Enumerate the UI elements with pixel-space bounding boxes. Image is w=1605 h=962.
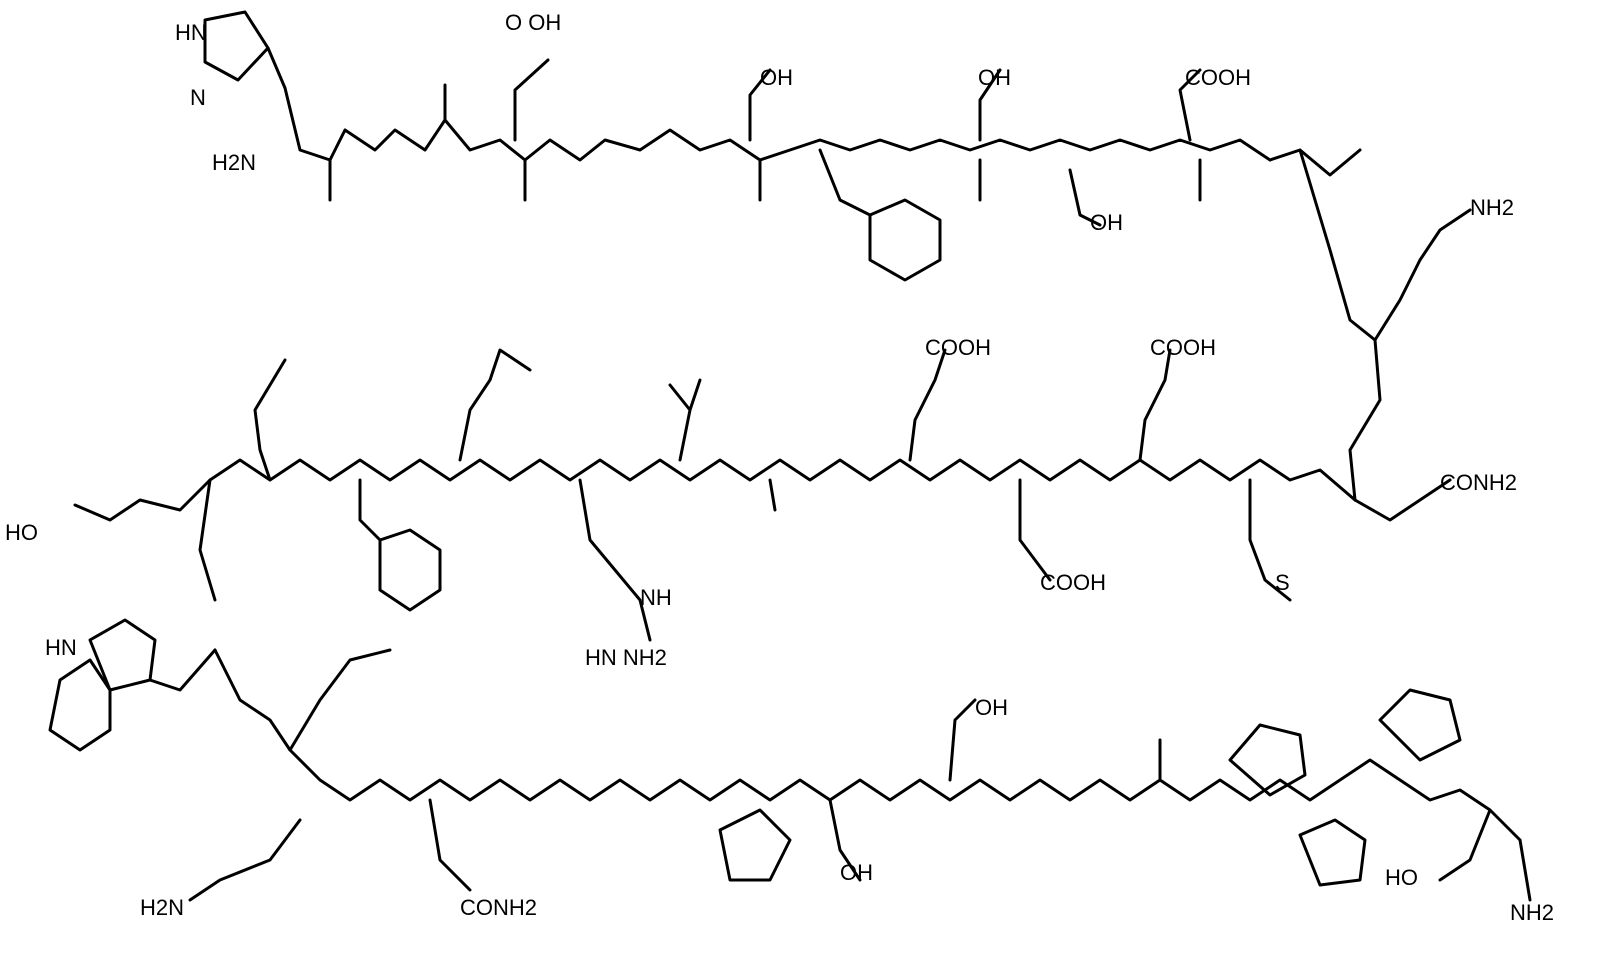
proline-ring-3	[1298, 818, 1367, 887]
lys1-nh2-label: NH2	[1470, 195, 1514, 220]
row-2-backbone	[73, 348, 1452, 642]
glu1-oh-label: O OH	[505, 10, 561, 35]
nterm-nh2-label: H2N	[212, 150, 256, 175]
glu-cooh-c-label: COOH	[925, 335, 991, 360]
his-n-label: N	[190, 85, 206, 110]
imidazole-ring	[203, 10, 270, 82]
cterm-nh2-label: NH2	[1510, 900, 1554, 925]
row-3-backbone	[188, 648, 1532, 902]
gln-conh2-label: CONH2	[1440, 470, 1517, 495]
row-2-labels: CONH2 S COOH COOH COOH NH HN NH2 HO HN	[5, 335, 1517, 670]
row-1-labels: HN N H2N O OH OH OH COOH OH NH2	[175, 10, 1514, 235]
glu-cooh-b-label: COOH	[1150, 335, 1216, 360]
proline-ring-2	[1228, 723, 1307, 797]
asp-cooh-label: COOH	[1185, 65, 1251, 90]
arg-nh-label: NH	[640, 585, 672, 610]
ser5-ho-label: HO	[1385, 865, 1418, 890]
phenyl-ring-1	[868, 198, 942, 282]
proline-ring-4	[1378, 688, 1462, 762]
asn-conh2-label: CONH2	[460, 895, 537, 920]
arg-hn-nh2-label: HN NH2	[585, 645, 667, 670]
proline-ring-1	[718, 808, 792, 882]
row-3-labels: H2N CONH2 OH OH HO NH2	[140, 695, 1554, 925]
ser3-oh-label: OH	[840, 860, 873, 885]
row-1-backbone	[203, 10, 1362, 282]
ser1-oh-label: OH	[1090, 210, 1123, 235]
lys2-nh2-label: H2N	[140, 895, 184, 920]
thr1-oh-label: OH	[760, 65, 793, 90]
trp-hn-label: HN	[45, 635, 77, 660]
phenyl-ring-2	[378, 528, 442, 612]
ser4-oh-label: OH	[975, 695, 1008, 720]
lys1-side-chain	[1373, 208, 1472, 342]
glu-ho-label: HO	[5, 520, 38, 545]
thr2-oh-label: OH	[978, 65, 1011, 90]
his-nh-label: HN	[175, 20, 207, 45]
row-connector-1	[1298, 148, 1382, 502]
glu-cooh-a-label: COOH	[1040, 570, 1106, 595]
met-s-label: S	[1275, 570, 1290, 595]
indole-ring	[48, 618, 217, 752]
